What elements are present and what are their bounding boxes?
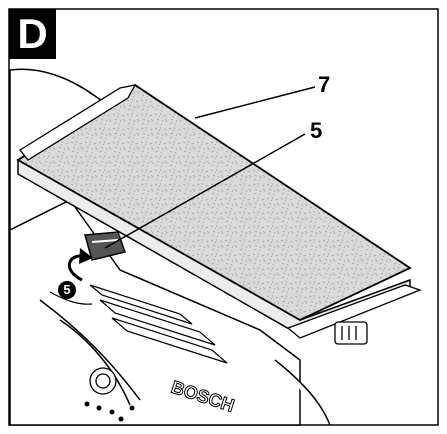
callout-7: 7 [318,72,331,97]
leader-line-5 [104,133,306,249]
panel-letter-badge: D [9,9,56,59]
clamp-bar-rear [19,84,137,161]
clamp-bar-front [286,284,422,339]
leader-line-7 [194,86,316,119]
screw-dots [84,401,135,422]
arrow-shadow [49,291,93,305]
rotation-arrowhead [79,248,93,264]
locking-lever [84,231,126,261]
housing-knob [89,367,117,395]
clamp-lever-front [334,321,368,345]
vent-slots [89,284,228,364]
callout-5: 5 [310,118,323,143]
step-marker: 5 [58,281,76,299]
